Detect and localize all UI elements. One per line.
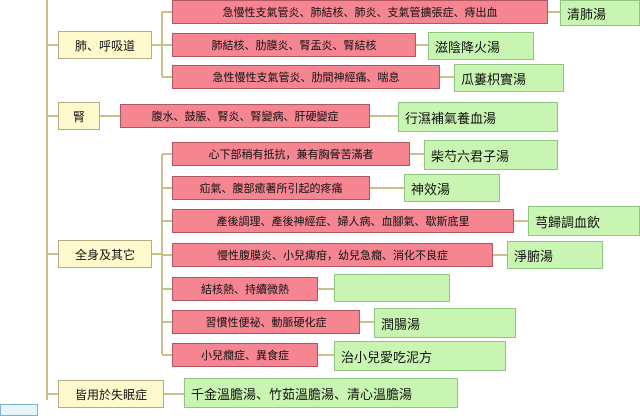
formula-general-4[interactable]: 淨腑湯 <box>507 241 603 269</box>
lung-branch-1 <box>162 11 172 13</box>
general-formula-link-4 <box>493 254 507 256</box>
general-formula-link-7 <box>318 354 334 356</box>
general-formula-link-6 <box>360 321 374 323</box>
general-branch-3 <box>162 220 172 222</box>
formula-general-7[interactable]: 治小兒愛吃泥方 <box>334 341 506 371</box>
kidney-formula-link <box>370 115 398 117</box>
general-branch-6 <box>162 321 172 323</box>
formula-general-2[interactable]: 神效湯 <box>404 174 500 202</box>
formula-insomnia[interactable]: 千金溫膽湯、竹茹溫膽湯、清心溫膽湯 <box>184 378 458 408</box>
category-lung[interactable]: 肺、呼吸道 <box>58 31 152 59</box>
lung-formula-link-3 <box>440 76 454 78</box>
kidney-stem <box>100 115 120 117</box>
general-formula-link-2 <box>370 187 404 189</box>
formula-general-6[interactable]: 潤腸湯 <box>374 308 516 338</box>
symptom-general-6[interactable]: 習慣性便祕、動脈硬化症 <box>172 310 360 334</box>
formula-lung-1[interactable]: 清肺湯 <box>560 0 640 26</box>
offscreen-node-edge <box>0 404 38 416</box>
trunk-to-lung <box>47 44 58 46</box>
trunk-to-insomnia <box>47 393 58 395</box>
symptom-lung-2[interactable]: 肺結核、肋膜炎、腎盂炎、腎結核 <box>172 33 416 57</box>
lung-branch-3 <box>162 76 172 78</box>
general-branch-1 <box>162 153 172 155</box>
formula-kidney-1[interactable]: 行濕補氣養血湯 <box>398 102 558 132</box>
symptom-lung-1[interactable]: 急慢性支氣管炎、肺結核、肺炎、支氣管擴張症、痔出血 <box>172 0 548 24</box>
insomnia-formula-link <box>164 393 184 395</box>
lung-branch-stem <box>152 44 162 46</box>
general-branch-stem <box>152 253 162 255</box>
formula-general-3[interactable]: 芎歸調血飲 <box>528 206 640 236</box>
symptom-kidney-1[interactable]: 腹水、鼓脹、腎炎、腎變病、肝硬變症 <box>120 104 370 128</box>
trunk-to-general <box>47 253 58 255</box>
main-trunk <box>46 0 48 400</box>
symptom-general-3[interactable]: 產後調理、產後神經症、婦人病、血腳氣、歇斯底里 <box>172 209 514 233</box>
symptom-lung-3[interactable]: 急性慢性支氣管炎、肋間神經痛、喘息 <box>172 65 440 89</box>
formula-lung-2[interactable]: 滋陰降火湯 <box>428 32 534 60</box>
symptom-general-4[interactable]: 慢性腹膜炎、小兒痺疳，幼兒急癇、消化不良症 <box>172 243 493 267</box>
category-insomnia[interactable]: 皆用於失眠症 <box>58 380 164 408</box>
lung-formula-link-2 <box>416 44 428 46</box>
symptom-general-2[interactable]: 疝氣、腹部癒著所引起的疼痛 <box>172 176 370 200</box>
general-formula-link-5 <box>318 288 334 290</box>
general-branch-7 <box>162 354 172 356</box>
formula-general-1[interactable]: 柴芍六君子湯 <box>424 140 558 170</box>
general-branch-2 <box>162 187 172 189</box>
general-formula-link-3 <box>514 220 528 222</box>
lung-branch-2 <box>162 44 172 46</box>
formula-general-5[interactable] <box>334 274 450 302</box>
formula-lung-3[interactable]: 瓜蔞枳實湯 <box>454 64 564 92</box>
general-branch-5 <box>162 288 172 290</box>
symptom-general-7[interactable]: 小兒癇症、異食症 <box>172 343 318 367</box>
general-branch-4 <box>162 254 172 256</box>
category-general[interactable]: 全身及其它 <box>58 240 152 268</box>
lung-formula-link-1 <box>548 11 560 13</box>
general-formula-link-1 <box>410 153 424 155</box>
symptom-general-1[interactable]: 心下部稍有抵抗，兼有胸脅苦滿者 <box>172 142 410 166</box>
trunk-to-kidney <box>47 115 58 117</box>
symptom-general-5[interactable]: 結核熱、持續微熱 <box>172 277 318 301</box>
category-kidney[interactable]: 腎 <box>58 102 100 130</box>
